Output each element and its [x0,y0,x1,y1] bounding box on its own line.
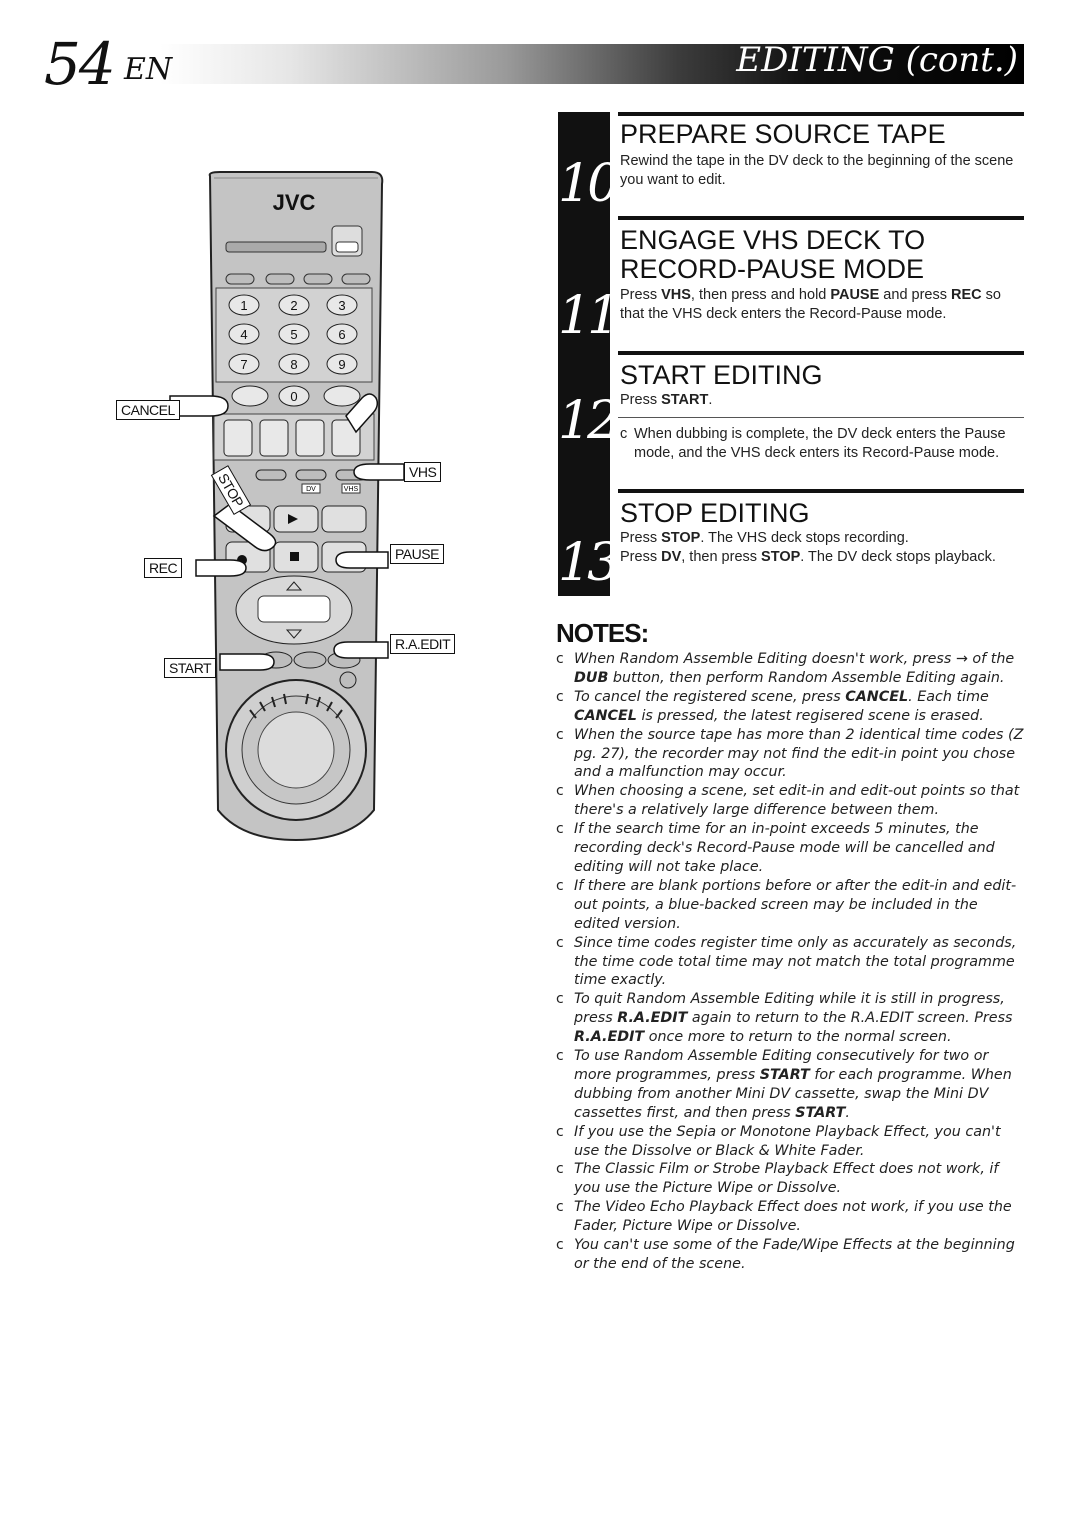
step-number-column [558,112,610,596]
callout-ra-edit: R.A.EDIT [390,634,456,654]
key-8: 8 [290,357,297,372]
dv-label: DV [306,486,316,493]
key-6: 6 [338,327,345,342]
remote-illustration: JVC 1 2 3 [110,170,490,850]
remote-control-drawing: JVC 1 2 3 [169,171,405,842]
step-title: PREPARE SOURCE TAPE [620,119,946,149]
step-number: 11 [558,286,620,346]
step-text: Press START. [620,392,713,408]
key-3: 3 [338,298,345,313]
key-9: 9 [338,357,345,372]
key-0: 0 [290,389,297,404]
step-number: 12 [558,391,620,451]
vhs-label: VHS [344,486,359,493]
notes-heading: NOTES: [556,618,649,648]
step-title: STOP EDITING [620,498,810,528]
callout-start: START [164,658,217,678]
remote-brand-logo: JVC [273,190,316,215]
key-4: 4 [240,327,247,342]
step-11: 11 ENGAGE VHS DECK TO RECORD-PAUSE MODE … [558,216,1024,346]
key-1: 1 [240,298,247,313]
callout-cancel: CANCEL [116,400,180,420]
step-number: 13 [558,533,620,593]
key-2: 2 [290,298,297,313]
step-13: 13 STOP EDITING Press STOP. The VHS deck… [558,489,1024,597]
page-header: 54 EN EDITING (cont.) [0,30,1024,98]
step-text: Rewind the tape in the DV deck to the be… [620,153,1014,188]
step-text: Press VHS, then press and hold PAUSE and… [620,287,1001,322]
key-5: 5 [290,327,297,342]
header-gradient-bar [160,44,1024,84]
page-number: 54 [44,30,116,98]
step-title: START EDITING [620,360,823,390]
callout-pause: PAUSE [390,544,444,564]
step-text: Press STOP. The VHS deck stops recording… [620,530,996,565]
section-title: EDITING (cont.) [736,40,1018,80]
step-rule [618,351,1024,355]
step-title-line1: ENGAGE VHS DECK TO [620,225,926,255]
step-divider [618,417,1024,418]
step-10: 10 PREPARE SOURCE TAPE Rewind the tape i… [558,112,1024,212]
step-title-line2: RECORD-PAUSE MODE [620,254,925,284]
step-number: 10 [558,154,620,214]
step-rule [618,112,1024,116]
step-rule [618,216,1024,220]
callout-rec: REC [144,558,183,578]
key-7: 7 [240,357,247,372]
step-rule [618,489,1024,493]
page-language: EN [124,52,173,87]
callout-vhs: VHS [404,462,442,482]
